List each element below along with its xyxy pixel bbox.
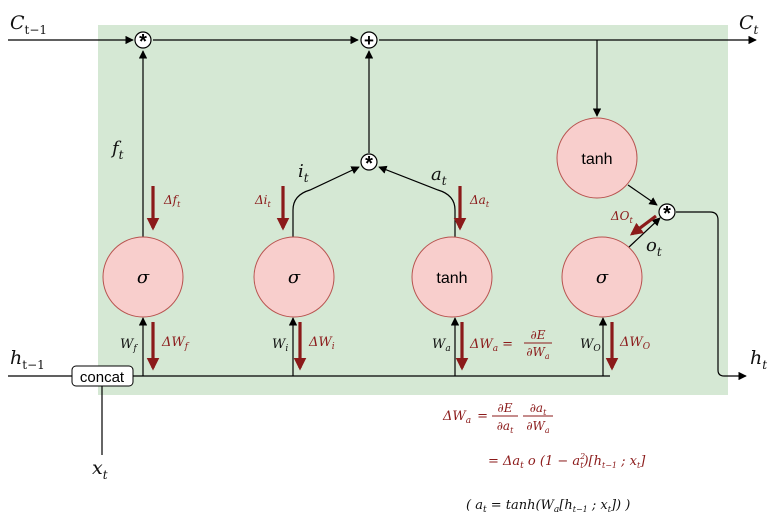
svg-text:∂at: ∂at	[497, 419, 514, 435]
tanh-to-output-line	[627, 184, 658, 206]
lstm-cell-panel	[98, 25, 728, 395]
i-t-label: it	[298, 161, 309, 185]
h-t-label: ht	[750, 347, 767, 372]
w-o-label: WO	[580, 337, 601, 354]
hidden-output-line	[676, 211, 747, 381]
output-multiply-node	[658, 203, 676, 221]
svg-text:∂Wa: ∂Wa	[526, 419, 550, 435]
cell-tanh-gate	[556, 117, 638, 199]
output-gate	[561, 236, 643, 318]
svg-text:∂at: ∂at	[530, 401, 547, 417]
a-t-label: at	[431, 164, 447, 188]
forget-multiply-node	[134, 31, 152, 49]
output-gate-label: σ	[596, 267, 609, 288]
forget-gate-label: σ	[137, 267, 150, 288]
cell-tanh-label: tanh	[581, 151, 612, 168]
gradient-arrows	[146, 186, 657, 371]
o-t-label: ot	[646, 235, 662, 259]
input-gate-line	[292, 166, 360, 237]
w-f-label: Wf	[120, 337, 138, 354]
svg-text:ΔWa=: ΔWa=	[442, 409, 488, 426]
input-gate	[253, 236, 335, 318]
forget-multiply-symbol: *	[139, 31, 147, 53]
grad-wa-frac-num: ∂E	[531, 328, 546, 342]
output-multiply-symbol: *	[663, 203, 671, 225]
forget-gate	[102, 236, 184, 318]
svg-text:∂Wa: ∂Wa	[526, 345, 550, 361]
grad-wa-label: ΔWa= ∂E ∂Wa	[469, 328, 552, 361]
candidate-gate-label: tanh	[436, 270, 467, 287]
h-prev-label: ht−1	[10, 347, 45, 372]
grad-wo-label: ΔWO	[619, 335, 651, 352]
grad-wf-label: ΔWf	[161, 335, 190, 352]
grad-wi-label: ΔWi	[308, 335, 335, 352]
c-prev-label: Ct−1	[10, 12, 47, 37]
add-symbol: +	[364, 31, 374, 50]
candidate-gate	[411, 236, 493, 318]
equation-line-1: ΔWa= ∂E ∂at ∂at ∂Wa	[442, 401, 553, 435]
grad-f-label: Δft	[163, 193, 181, 209]
input-gate-label: σ	[288, 267, 301, 288]
x-t-label: xt	[92, 457, 108, 482]
concat-label: concat	[80, 369, 125, 386]
candidate-line	[378, 165, 456, 237]
svg-text:∂E: ∂E	[498, 401, 513, 415]
concat-box	[71, 365, 134, 387]
grad-a-label: Δat	[469, 193, 490, 209]
add-node	[360, 31, 378, 49]
svg-text:ΔWa=: ΔWa=	[469, 337, 513, 354]
w-i-label: Wi	[272, 337, 288, 354]
grad-o-label: ΔOt	[610, 209, 634, 225]
c-t-label: Ct	[739, 12, 759, 37]
w-a-label: Wa	[432, 337, 451, 354]
input-multiply-symbol: *	[365, 153, 373, 175]
input-multiply-node	[360, 153, 378, 171]
grad-o-arrow	[629, 214, 657, 236]
grad-i-label: Δit	[254, 193, 272, 209]
equation-line-3: ( at = tanh(Wa[ht−1 ; xt]) )	[466, 498, 630, 515]
